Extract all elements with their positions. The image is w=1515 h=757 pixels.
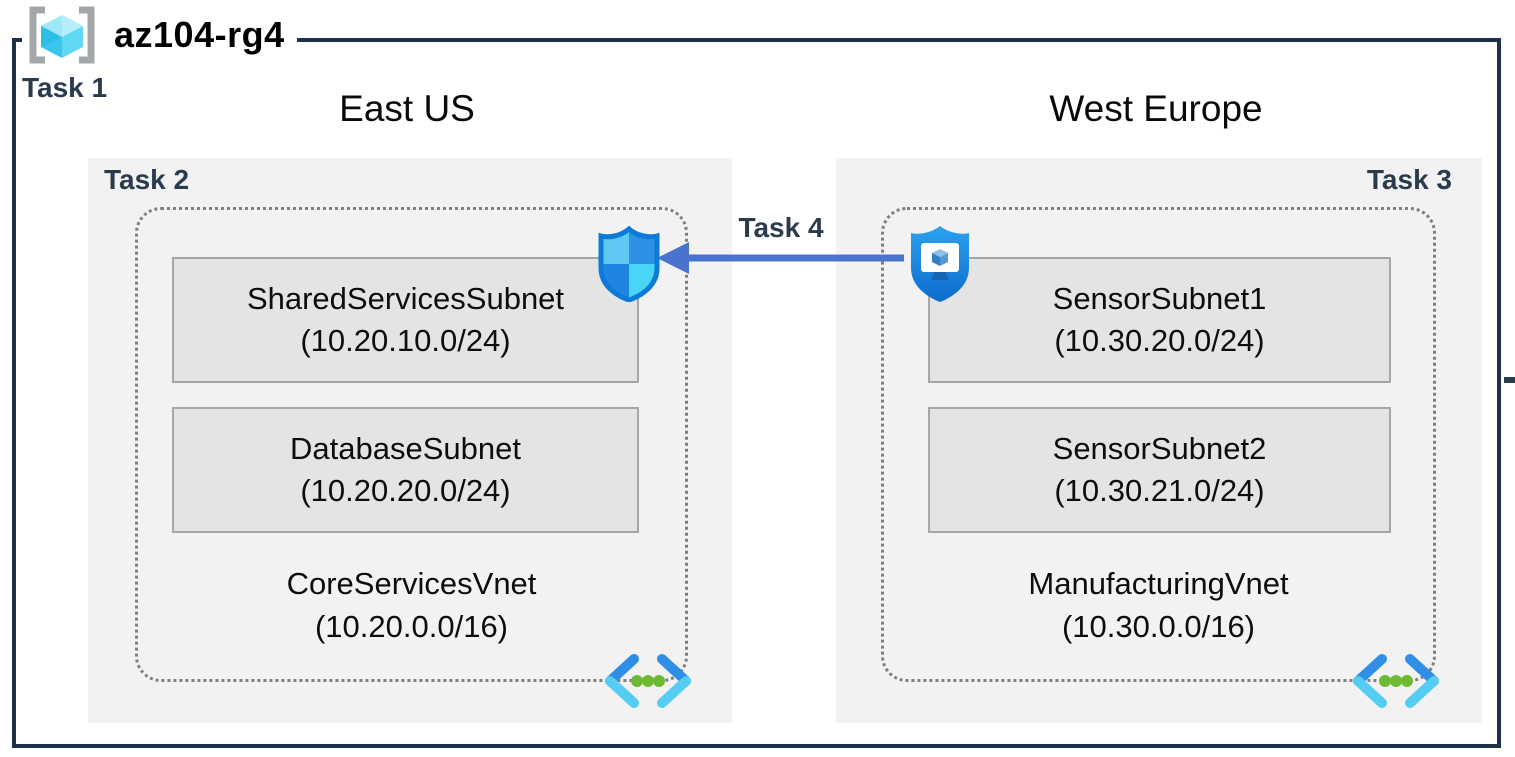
right-edge-tick	[1504, 377, 1515, 383]
subnet-cidr: (10.20.20.0/24)	[300, 473, 511, 508]
vnet-cidr-text: (10.20.0.0/16)	[314, 609, 509, 644]
vnet-label-manufacturing: ManufacturingVnet (10.30.0.0/16)	[881, 562, 1436, 648]
subnet-name: DatabaseSubnet	[290, 431, 521, 466]
subnet-name: SharedServicesSubnet	[246, 281, 565, 316]
task1-label: Task 1	[22, 72, 108, 103]
subnet-box-sensor1: SensorSubnet1 (10.30.20.0/24)	[928, 257, 1391, 383]
network-security-group-shield-icon	[598, 226, 660, 302]
subnet-cidr: (10.30.21.0/24)	[1054, 473, 1265, 508]
shielded-vm-monitor-icon	[911, 226, 969, 302]
subnet-cidr: (10.20.10.0/24)	[300, 323, 511, 358]
resource-group-icon	[29, 6, 95, 64]
resource-group-header: az104-rg4	[22, 2, 297, 68]
virtual-network-icon	[1353, 654, 1439, 708]
vnet-name-text: CoreServicesVnet	[286, 566, 537, 601]
task3-label: Task 3	[1366, 164, 1452, 195]
vnet-box-core-services	[135, 207, 688, 682]
task2-label: Task 2	[104, 164, 190, 195]
subnet-cidr: (10.30.20.0/24)	[1054, 323, 1265, 358]
subnet-box-shared-services: SharedServicesSubnet (10.20.10.0/24)	[172, 257, 639, 383]
resource-group-title: az104-rg4	[114, 14, 285, 55]
virtual-network-icon	[605, 654, 691, 708]
subnet-box-sensor2: SensorSubnet2 (10.30.21.0/24)	[928, 407, 1391, 533]
subnet-name: SensorSubnet2	[1052, 431, 1267, 466]
task4-label: Task 4	[738, 212, 824, 243]
vnet-name-text: ManufacturingVnet	[1028, 566, 1289, 601]
vnet-label-core-services: CoreServicesVnet (10.20.0.0/16)	[135, 562, 688, 648]
subnet-name: SensorSubnet1	[1052, 281, 1267, 316]
subnet-box-database: DatabaseSubnet (10.20.20.0/24)	[172, 407, 639, 533]
region-label-west-europe: West Europe	[1049, 88, 1263, 129]
vnet-box-manufacturing	[881, 207, 1436, 682]
vnet-cidr-text: (10.30.0.0/16)	[1061, 609, 1256, 644]
resource-group-border	[12, 38, 1501, 748]
region-label-east-us: East US	[339, 88, 475, 129]
peering-arrow	[657, 242, 904, 274]
